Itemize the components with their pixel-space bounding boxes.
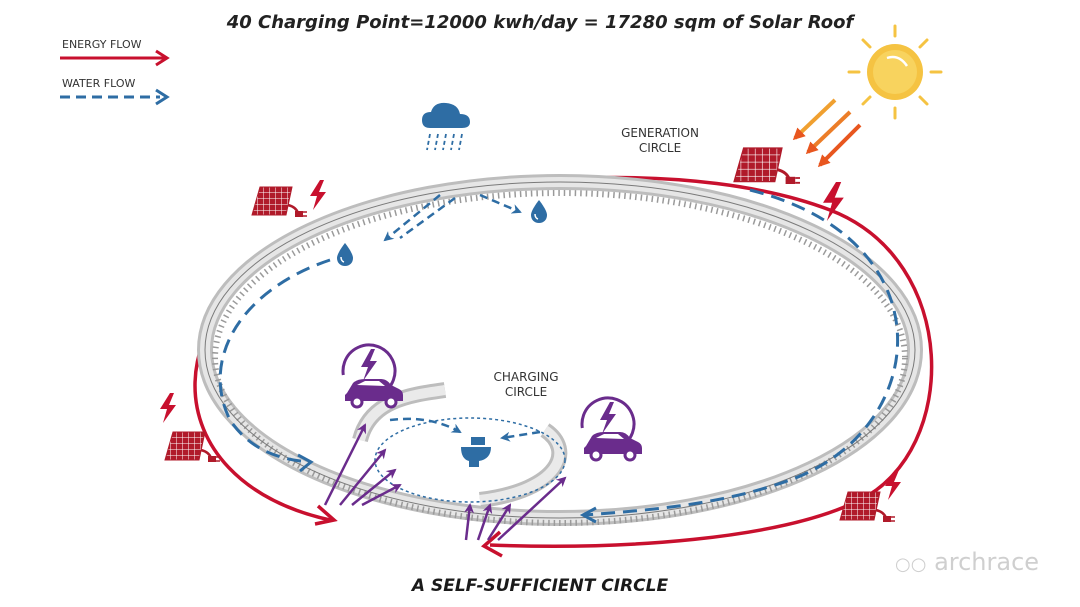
diagram-title: 40 Charging Point=12000 kwh/day = 17280 … [226,12,854,33]
electric-car-icon [573,389,644,462]
wechat-icon: ○○ [895,554,927,575]
water-drop-icon [336,242,354,267]
watermark: ○○ archrace [895,548,1039,576]
solar-panel-icon [250,185,309,219]
legend-energy-arrow [60,49,170,67]
solar-panel-icon [838,490,897,524]
generation-label-line2: CIRCLE [638,141,682,155]
generation-track [197,174,923,526]
water-drop-icon [530,199,548,224]
charging-circle-label: CHARGING CIRCLE [466,370,586,400]
lightning-icon [885,470,901,500]
legend-energy-label: ENERGY FLOW [62,38,142,51]
legend-water-arrow [60,88,170,106]
charging-label-line2: CIRCLE [504,385,548,399]
legend-water-label: WATER FLOW [62,77,136,90]
generation-label-line1: GENERATION [621,126,699,140]
water-flow-loop [218,188,899,524]
generation-circle-label: GENERATION CIRCLE [600,126,720,156]
charging-arrows [323,423,567,541]
sun-icon [847,24,943,120]
toilet-icon [461,437,491,467]
watermark-text: archrace [934,548,1040,576]
sun-rays [792,98,862,168]
rain-cloud-icon [422,102,470,151]
lightning-icon [310,180,326,210]
solar-panel-icon [732,146,802,186]
diagram-caption: A SELF-SUFFICIENT CIRCLE [411,576,669,596]
lightning-icon [160,393,176,423]
charging-label-line1: CHARGING [493,370,559,384]
electric-car-icon [334,336,405,409]
